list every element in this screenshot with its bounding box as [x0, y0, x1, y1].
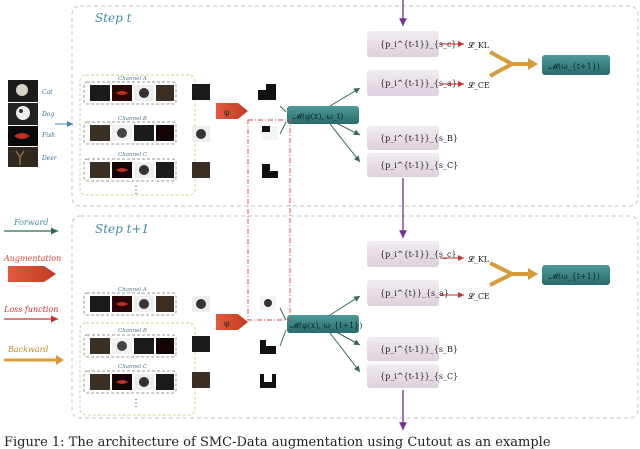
legend: Forward Augmentation Loss function Backw… [3, 218, 64, 365]
output-model-label-t1: 𝓜(ω_{t+1}) [549, 272, 600, 281]
step-t1-label: Step t+1 [95, 222, 149, 236]
step-t1-selected [192, 296, 276, 388]
figure-caption: Figure 1: The architecture of SMC-Data a… [4, 435, 551, 449]
model-block-t1 [287, 315, 359, 333]
svg-text:{p_i^{t-1}}_{s_c}: {p_i^{t-1}}_{s_c} [380, 250, 457, 259]
model-label-t: 𝓜(φ(x), ω_t) [293, 112, 343, 121]
svg-text:{p_i^{t}}_{s_a}: {p_i^{t}}_{s_a} [380, 289, 449, 298]
class-label-deer: Deer [41, 155, 58, 162]
svg-text:Channel C: Channel C [118, 364, 148, 370]
augmentation-symbol-t: φ [224, 108, 230, 117]
step-t-channels: Channel A Channel B Channel C ⋮ [79, 74, 196, 196]
step-t-selected [192, 84, 278, 178]
backward-arrow-t1 [489, 261, 538, 287]
legend-forward-label: Forward [13, 218, 48, 227]
svg-text:{p_i^{t-1}}_{s_a}: {p_i^{t-1}}_{s_a} [380, 79, 457, 88]
class-label-fish: Fish [41, 132, 55, 139]
step-t1-channels: Channel A Channel B Channel C ⋮ [79, 287, 196, 416]
svg-text:{p_i^{t-1}}_{s_B}: {p_i^{t-1}}_{s_B} [380, 134, 458, 143]
cutout-highlight [247, 119, 291, 321]
channel-c-label: Channel C [118, 152, 148, 158]
augmentation-block-t [216, 103, 248, 119]
svg-text:{p_i^{t-1}}_{s_B}: {p_i^{t-1}}_{s_B} [380, 345, 458, 354]
loss-kl-t: 𝓛_KL [468, 40, 490, 50]
channel-dots: ⋮ [131, 185, 141, 196]
step-t-predictions: {p_i^{t-1}}_{s_c} {p_i^{t-1}}_{s_a} {p_i… [367, 31, 458, 177]
legend-loss-label: Loss function [3, 305, 58, 314]
step-t-label: Step t [95, 11, 132, 25]
loss-ce-t: 𝓛_CE [468, 80, 490, 90]
forward-arrows [279, 87, 361, 373]
svg-text:{p_i^{t-1}}_{s_c}: {p_i^{t-1}}_{s_c} [380, 40, 457, 49]
class-label-dog: Dog [41, 111, 54, 118]
svg-text:{p_i^{t-1}}_{s_C}: {p_i^{t-1}}_{s_C} [380, 161, 458, 170]
output-model-t1 [542, 265, 610, 285]
augmentation-symbol-t1: φ [224, 319, 230, 328]
loss-kl-t1: 𝓛_KL [468, 254, 490, 264]
output-model-label-t: 𝓜(ω_{t+1}) [549, 62, 600, 71]
model-label-t1: 𝓜(φ(x), ω_{t+1}) [290, 321, 362, 330]
legend-augmentation-label: Augmentation [3, 254, 61, 263]
channel-a-label: Channel A [118, 76, 147, 82]
legend-augmentation-shape [8, 266, 56, 282]
model-block-t [287, 106, 359, 124]
svg-text:⋮: ⋮ [131, 398, 141, 409]
step-t-box [71, 5, 639, 207]
augmentation-block-t1 [216, 314, 248, 330]
svg-text:Channel B: Channel B [118, 328, 147, 334]
step-t1-predictions: {p_i^{t-1}}_{s_c} {p_i^{t}}_{s_a} {p_i^{… [367, 241, 458, 388]
channel-b-label: Channel B [118, 116, 147, 122]
output-model-t [542, 55, 610, 75]
class-label-cat: Cat [42, 89, 53, 96]
backward-arrow-t [489, 50, 538, 78]
legend-backward-label: Backward [7, 345, 49, 354]
input-images: Cat Dog Fish Deer [8, 80, 58, 167]
step-t1-box [71, 215, 639, 419]
svg-text:Channel A: Channel A [118, 287, 147, 293]
svg-text:{p_i^{t-1}}_{s_C}: {p_i^{t-1}}_{s_C} [380, 372, 458, 381]
loss-ce-t1: 𝓛_CE [468, 291, 490, 301]
image-deer [8, 147, 38, 167]
